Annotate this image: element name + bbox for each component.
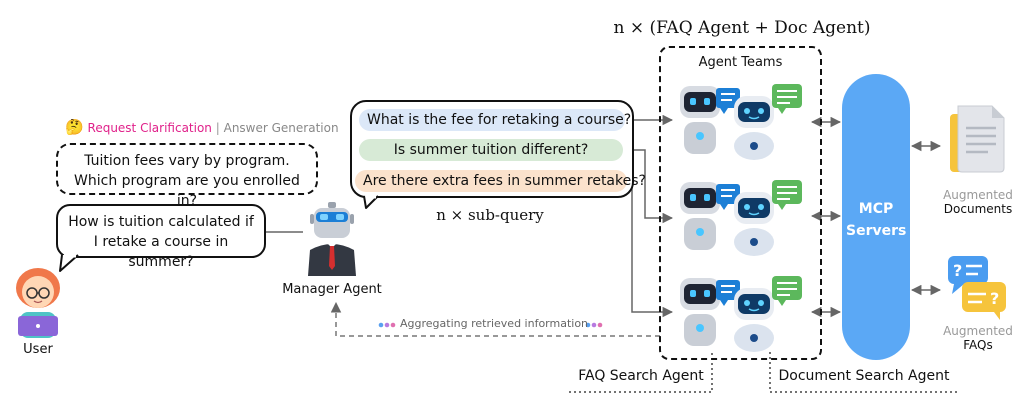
faqs-label: Augmented FAQs (935, 324, 1021, 352)
user-question-bubble: How is tuition calculated if I retake a … (56, 204, 266, 270)
faqs-label-line1: Augmented (943, 324, 1013, 338)
svg-text:?: ? (953, 261, 962, 280)
faqs-label-line2: FAQs (963, 338, 993, 352)
subquery-bubble-tail (363, 195, 379, 209)
faq-search-agent-label: FAQ Search Agent (578, 368, 704, 384)
user-question-text: How is tuition calculated if I retake a … (68, 214, 254, 270)
mcp-servers-pill (842, 74, 910, 360)
agent-teams-box (659, 46, 822, 360)
user-avatar-icon (16, 268, 60, 338)
subquery-2: Is summer tuition different? (359, 139, 623, 161)
manager-agent-icon (308, 202, 356, 276)
mode-inactive-label: Answer Generation (223, 121, 339, 135)
aggregating-label: Aggregating retrieved information (400, 317, 589, 330)
user-bubble-tail (59, 254, 79, 272)
faqs-icon: ? ? (948, 256, 1006, 320)
mode-indicator: 🤔 Request Clarification | Answer Generat… (65, 118, 339, 136)
q2-line (624, 149, 674, 224)
doc-agent-robot-icon (734, 84, 802, 160)
clarification-text: Tuition fees vary by program. Which prog… (74, 153, 300, 209)
subquery-3: Are there extra fees in summer retakes? (355, 170, 646, 192)
agent-team-3-icon (680, 276, 802, 352)
agent-team-2-icon (680, 180, 802, 256)
faq-agent-robot-icon (680, 86, 740, 154)
doc-search-agent-label: Document Search Agent (778, 368, 950, 384)
mode-separator: | (215, 121, 220, 135)
mcp-servers-label: MCP Servers (846, 201, 907, 239)
aggregation-line (330, 301, 660, 337)
mode-active-label: Request Clarification (87, 121, 212, 135)
svg-text:?: ? (990, 289, 999, 308)
agent-teams-label: Agent Teams (698, 55, 783, 70)
thinking-emoji-icon: 🤔 (65, 118, 84, 136)
clarification-bubble: Tuition fees vary by program. Which prog… (56, 143, 318, 209)
documents-label: Augmented Documents (935, 188, 1021, 216)
documents-label-line2: Documents (943, 202, 1013, 216)
doc-search-underline (769, 352, 958, 393)
subquery-count-label: n × sub-query (436, 206, 544, 224)
subquery-1: What is the fee for retaking a course? (359, 109, 631, 131)
documents-label-line1: Augmented (943, 188, 1013, 202)
manager-agent-label: Manager Agent (282, 282, 382, 297)
team-header: n × (FAQ Agent + Doc Agent) (613, 18, 871, 38)
agent-team-1-icon (680, 84, 802, 160)
user-label: User (23, 342, 53, 357)
documents-icon (950, 105, 1005, 173)
